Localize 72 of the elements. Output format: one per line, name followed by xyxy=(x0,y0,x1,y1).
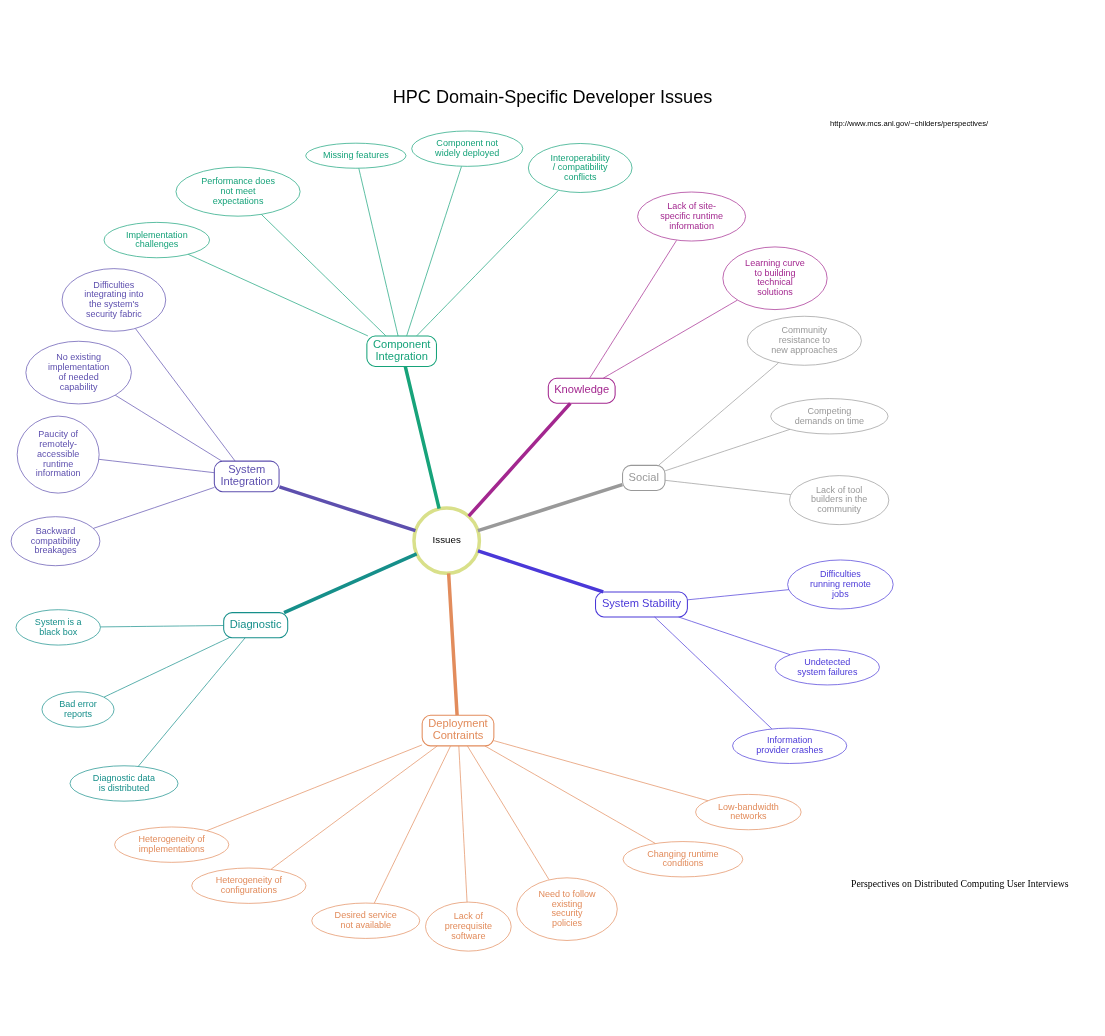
node-ellipse: Difficulties running remote jobs xyxy=(787,559,894,609)
connector xyxy=(135,327,236,461)
node-circle: Paucity of remotely-accessible runtime information xyxy=(16,415,100,493)
connector xyxy=(406,165,462,336)
node-ellipse: Heterogeneity of implementations xyxy=(114,826,230,863)
node-ellipse: Information provider crashes xyxy=(732,727,848,764)
connector xyxy=(477,482,623,532)
node-ellipse: Diagnostic data is distributed xyxy=(69,764,179,801)
connector xyxy=(416,189,559,336)
connector xyxy=(467,401,572,517)
connector xyxy=(654,616,773,729)
connector xyxy=(187,253,369,336)
node-ellipse: Implementation challenges xyxy=(103,221,210,258)
node-ellipse: Interoperability/ compatibility conflicts xyxy=(528,142,633,193)
connector xyxy=(664,428,791,471)
connector xyxy=(458,745,468,902)
connector xyxy=(678,616,791,655)
connector xyxy=(664,479,791,495)
node-ellipse: Low-bandwidth networks xyxy=(695,793,802,830)
node-ellipse: Community resistance to new approaches xyxy=(746,315,862,366)
node-box: Component Integration xyxy=(366,334,437,367)
connector xyxy=(138,637,246,767)
node-box: Deployment Contraints xyxy=(421,714,495,746)
connector xyxy=(658,361,779,466)
connector xyxy=(115,394,223,461)
diagram-title: HPC Domain-Specific Developer Issues xyxy=(392,86,713,107)
node-box: System Integration xyxy=(213,460,280,492)
node-ellipse: Difficulties integrating into the system's security fabric xyxy=(61,267,167,332)
connector xyxy=(477,548,604,594)
connector xyxy=(206,744,423,831)
node-box: Diagnostic xyxy=(223,611,289,638)
node-ellipse: Lack of prerequisite software xyxy=(425,901,512,951)
connector xyxy=(446,572,459,715)
node-ellipse: Changing runtime conditions xyxy=(622,840,744,877)
node-ellipse: Lack of site-specific runtime information xyxy=(637,191,746,241)
node-ellipse: Competing demands on time xyxy=(770,397,889,434)
node-circle: Issues xyxy=(412,505,482,575)
connector xyxy=(687,588,790,600)
node-ellipse: Desired service not available xyxy=(311,902,421,939)
node-ellipse: Backward compatibility breakages xyxy=(10,515,101,566)
node-ellipse: Missing features xyxy=(305,142,407,169)
node-ellipse: No existing implementation of needed capability xyxy=(25,340,132,404)
connector xyxy=(103,636,230,697)
connector xyxy=(283,551,418,614)
node-ellipse: Heterogeneity of configurations xyxy=(191,867,307,904)
connector xyxy=(374,745,451,903)
connector xyxy=(467,745,550,880)
node-box: Knowledge xyxy=(547,377,616,404)
node-box: Social xyxy=(622,464,666,491)
connector xyxy=(93,486,215,529)
connector xyxy=(358,167,399,336)
node-ellipse: Performance does not meet expectations xyxy=(175,166,301,216)
connector xyxy=(261,213,387,336)
connector xyxy=(493,739,709,801)
node-ellipse: Need to follow existing security policies xyxy=(516,876,618,941)
connector xyxy=(484,745,656,844)
connector xyxy=(589,239,677,378)
node-ellipse: Bad error reports xyxy=(41,690,115,727)
label: Perspectives on Distributed Computing User Interviews xyxy=(851,877,1069,889)
node-ellipse: Component not widely deployed xyxy=(411,130,524,167)
connector xyxy=(403,365,441,509)
label: http://www.mcs.anl.gov/~childers/perspectives/ xyxy=(829,118,989,128)
node-box: System Stability xyxy=(595,590,688,617)
node-ellipse: Lack of tool builders in the community xyxy=(789,474,890,525)
connector xyxy=(100,624,224,627)
connector xyxy=(278,484,416,532)
node-ellipse: System is a black box xyxy=(15,608,101,645)
node-ellipse: Undetected system failures xyxy=(774,648,880,685)
connector xyxy=(602,299,738,378)
node-ellipse: Learning curve to building technical solutions xyxy=(722,246,828,310)
connector xyxy=(270,745,438,869)
connector xyxy=(98,458,215,473)
